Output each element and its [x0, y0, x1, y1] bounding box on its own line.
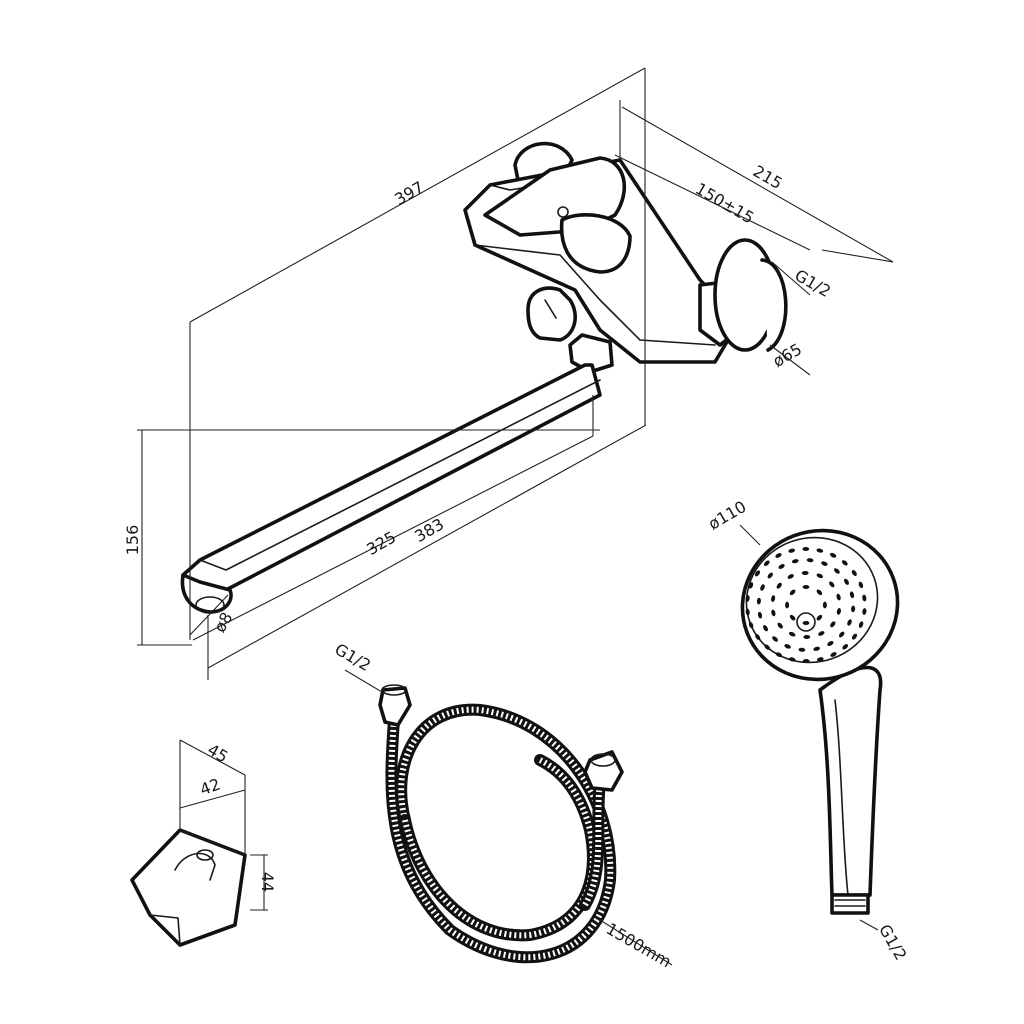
nozzle [789, 614, 796, 621]
nozzle [802, 546, 810, 552]
nozzle [858, 621, 864, 628]
holder-body [130, 828, 247, 947]
diverter-knob [526, 286, 577, 342]
hand-shower-connector [830, 893, 870, 915]
nozzle [830, 652, 837, 657]
nozzle [777, 622, 783, 629]
nozzle [862, 608, 867, 615]
nozzle [851, 605, 856, 613]
nozzle [802, 585, 810, 589]
nozzle [851, 633, 858, 640]
label-hose-thread: G1/2 [331, 639, 374, 675]
nozzle [844, 578, 849, 585]
nozzle [836, 608, 841, 615]
nozzle [816, 657, 824, 662]
nozzle [816, 589, 823, 596]
label-holder-height: 44 [258, 872, 277, 892]
shower-hose: G1/2 1500mm [331, 639, 674, 971]
nozzle [816, 573, 824, 579]
nozzle [785, 601, 790, 609]
nozzle [830, 621, 836, 628]
nozzle [767, 572, 773, 579]
nozzle [755, 633, 761, 641]
label-holder-width-outer: 45 [204, 740, 231, 767]
hand-shower: ø110 G1/2 [705, 497, 911, 964]
hose-coil-outer [385, 699, 617, 964]
dimension-lines [137, 67, 894, 680]
nozzle [834, 568, 840, 574]
hose-bottom-nut [583, 750, 624, 792]
nozzle [775, 652, 783, 658]
nozzle [862, 594, 867, 602]
nozzle [748, 621, 754, 629]
nozzle [802, 621, 810, 625]
nozzle [851, 569, 857, 577]
nozzle [803, 634, 811, 640]
spout-swivel [568, 333, 614, 374]
label-hose-length: 1500mm [603, 919, 675, 971]
nozzle [771, 609, 776, 617]
nozzle [827, 641, 834, 646]
nozzle [776, 582, 782, 589]
nozzle [813, 646, 821, 651]
nozzle [764, 644, 771, 650]
nozzle [757, 611, 763, 619]
nozzle [842, 644, 849, 650]
nozzle [754, 570, 761, 577]
nozzle [816, 548, 824, 553]
nozzle [849, 591, 855, 599]
nozzle [829, 581, 835, 588]
faucet-assembly [180, 141, 788, 614]
nozzle [771, 595, 776, 602]
nozzle [788, 631, 796, 637]
aerator [180, 573, 233, 614]
nozzle [745, 608, 750, 616]
label-center-distance: 150±15 [692, 179, 757, 228]
nozzle [818, 631, 825, 636]
label-spout-reach-inner: 325 [363, 527, 399, 559]
nozzle [788, 657, 796, 662]
nozzle [829, 552, 837, 558]
nozzle [816, 614, 823, 621]
nozzle [787, 574, 794, 579]
cartridge-dome [559, 213, 632, 274]
label-holder-width-inner: 42 [197, 774, 223, 799]
label-spout-height: 156 [123, 525, 142, 556]
nozzle [748, 582, 754, 589]
shower-holder: 45 42 44 [130, 739, 277, 947]
hand-shower-handle [818, 665, 883, 897]
nozzle [788, 548, 796, 553]
nozzle [821, 561, 828, 566]
hand-shower-nozzles [745, 546, 867, 664]
nozzle [763, 625, 768, 632]
label-spout-reach-outer: 383 [411, 514, 447, 546]
label-inlet-thread: G1/2 [791, 265, 834, 301]
nozzle [802, 658, 810, 664]
nozzle [763, 560, 770, 566]
nozzle [801, 570, 809, 576]
nozzle [772, 636, 778, 642]
label-overall-length: 397 [391, 177, 427, 209]
nozzle [841, 560, 848, 566]
nozzle [775, 553, 782, 558]
nozzle [760, 584, 765, 591]
nozzle [839, 631, 845, 638]
label-wall-depth: 215 [750, 161, 786, 193]
nozzle [847, 619, 852, 626]
label-shower-thread: G1/2 [875, 921, 911, 964]
nozzle [778, 564, 785, 569]
nozzle [789, 589, 796, 596]
nozzle [806, 558, 814, 563]
nozzle [745, 595, 750, 602]
nozzle [798, 647, 806, 652]
nozzle [756, 597, 761, 605]
nozzle [836, 593, 841, 601]
nozzle [822, 601, 827, 609]
nozzle [791, 559, 799, 564]
nozzle [784, 644, 791, 649]
nozzle [858, 581, 864, 589]
